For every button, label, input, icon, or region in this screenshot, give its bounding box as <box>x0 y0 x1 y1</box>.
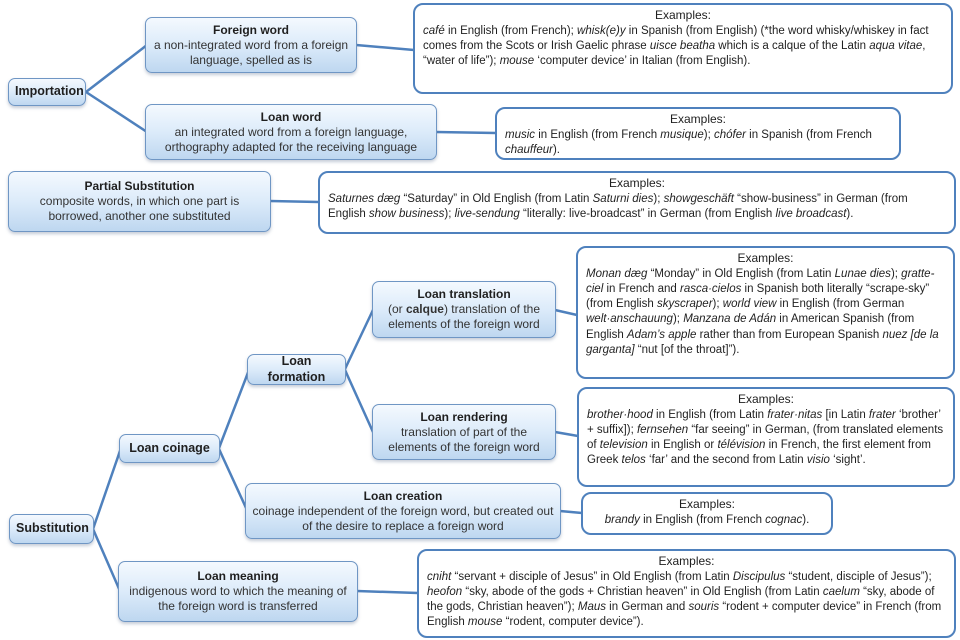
examples-box-loan-word: Examples: music in English (from French … <box>495 107 901 160</box>
connector-partial-substitution-examples <box>268 199 321 204</box>
node-partial-substitution-title: Partial Substitution <box>84 179 195 194</box>
node-partial-substitution: Partial Substitution composite words, in… <box>8 171 271 232</box>
node-loan-word: Loan word an integrated word from a fore… <box>145 104 437 160</box>
node-foreign-word-desc: a non-integrated word from a foreign lan… <box>153 37 349 67</box>
examples-heading: Examples: <box>658 554 715 568</box>
node-loan-word-title: Loan word <box>260 109 322 124</box>
examples-box-foreign-word: Examples: café in English (from French);… <box>413 3 953 94</box>
node-loan-translation-title: Loan translation <box>417 287 511 302</box>
examples-body: music in English (from French musique); … <box>505 128 872 156</box>
examples-box-loan-translation: Examples: Monan dæg “Monday” in Old Engl… <box>576 246 955 379</box>
examples-box-loan-rendering: Examples: brother·hood in English (from … <box>577 387 955 487</box>
examples-box-loan-meaning: Examples: cniht “servant + disciple of J… <box>417 549 956 638</box>
node-loan-formation-label: Loan formation <box>267 353 326 384</box>
node-partial-substitution-desc: composite words, in which one part is bo… <box>39 194 240 223</box>
connector-loan-formation-loan-rendering <box>343 368 375 434</box>
node-foreign-word: Foreign word a non-integrated word from … <box>145 17 357 73</box>
connector-loan-coinage-loan-creation <box>217 447 249 512</box>
node-loan-translation: Loan translation (or calque) translation… <box>372 281 556 338</box>
node-loan-coinage-label: Loan coinage <box>129 440 210 455</box>
connector-loan-word-examples <box>434 130 498 135</box>
connector-foreign-word-examples <box>354 43 416 52</box>
examples-body: brother·hood in English (from Latin frat… <box>587 408 944 467</box>
node-loan-word-desc: an integrated word from a foreign langua… <box>164 124 418 154</box>
node-loan-meaning-desc: indigenous word to which the meaning of … <box>129 584 347 613</box>
node-importation: Importation <box>8 78 86 106</box>
connector-loan-translation-examples <box>553 308 579 317</box>
examples-heading: Examples: <box>737 392 795 406</box>
examples-heading: Examples: <box>654 8 712 22</box>
node-loan-rendering-title: Loan rendering <box>420 409 508 424</box>
node-loan-translation-desc: (or calque) translation of the elements … <box>387 302 541 331</box>
connector-loan-creation-examples <box>558 509 584 515</box>
examples-body: brandy in English (from French cognac). <box>604 513 810 526</box>
node-loan-creation-desc: coinage independent of the foreign word,… <box>252 503 554 533</box>
node-loan-meaning: Loan meaning indigenous word to which th… <box>118 561 358 622</box>
node-loan-creation: Loan creation coinage independent of the… <box>245 483 561 539</box>
examples-body: café in English (from French); whisk(e)y… <box>423 24 929 68</box>
examples-box-loan-creation: Examples: brandy in English (from French… <box>581 492 833 535</box>
connector-substitution-loan-meaning <box>91 527 122 593</box>
examples-body: Monan dæg “Monday” in Old English (from … <box>586 267 939 356</box>
node-loan-coinage: Loan coinage <box>119 434 220 463</box>
examples-heading: Examples: <box>737 251 794 265</box>
node-loan-meaning-title: Loan meaning <box>197 569 279 584</box>
node-substitution-label: Substitution <box>16 521 89 536</box>
connector-importation-foreign-word <box>84 43 149 94</box>
node-substitution: Substitution <box>9 514 94 544</box>
node-importation-label: Importation <box>15 84 84 99</box>
connector-loan-meaning-examples <box>355 589 420 595</box>
node-loan-rendering-desc: translation of part of the elements of t… <box>388 424 540 454</box>
connector-substitution-loan-coinage <box>91 446 123 531</box>
examples-body: Saturnes dæg “Saturday” in Old English (… <box>328 192 908 220</box>
connector-importation-loan-word <box>84 90 149 134</box>
node-foreign-word-title: Foreign word <box>213 22 289 37</box>
connector-loan-rendering-examples <box>553 430 580 438</box>
examples-body: cniht “servant + disciple of Jesus” in O… <box>427 570 942 629</box>
node-loan-formation: Loan formation <box>247 354 346 385</box>
examples-box-partial-substitution: Examples: Saturnes dæg “Saturday” in Old… <box>318 171 956 234</box>
node-loan-rendering: Loan rendering translation of part of th… <box>372 404 556 460</box>
examples-heading: Examples: <box>608 176 666 190</box>
connector-loan-coinage-loan-formation <box>217 368 251 450</box>
connector-loan-formation-loan-translation <box>343 308 375 371</box>
node-loan-creation-title: Loan creation <box>363 488 443 503</box>
examples-heading: Examples: <box>678 497 736 511</box>
examples-heading: Examples: <box>669 112 727 126</box>
